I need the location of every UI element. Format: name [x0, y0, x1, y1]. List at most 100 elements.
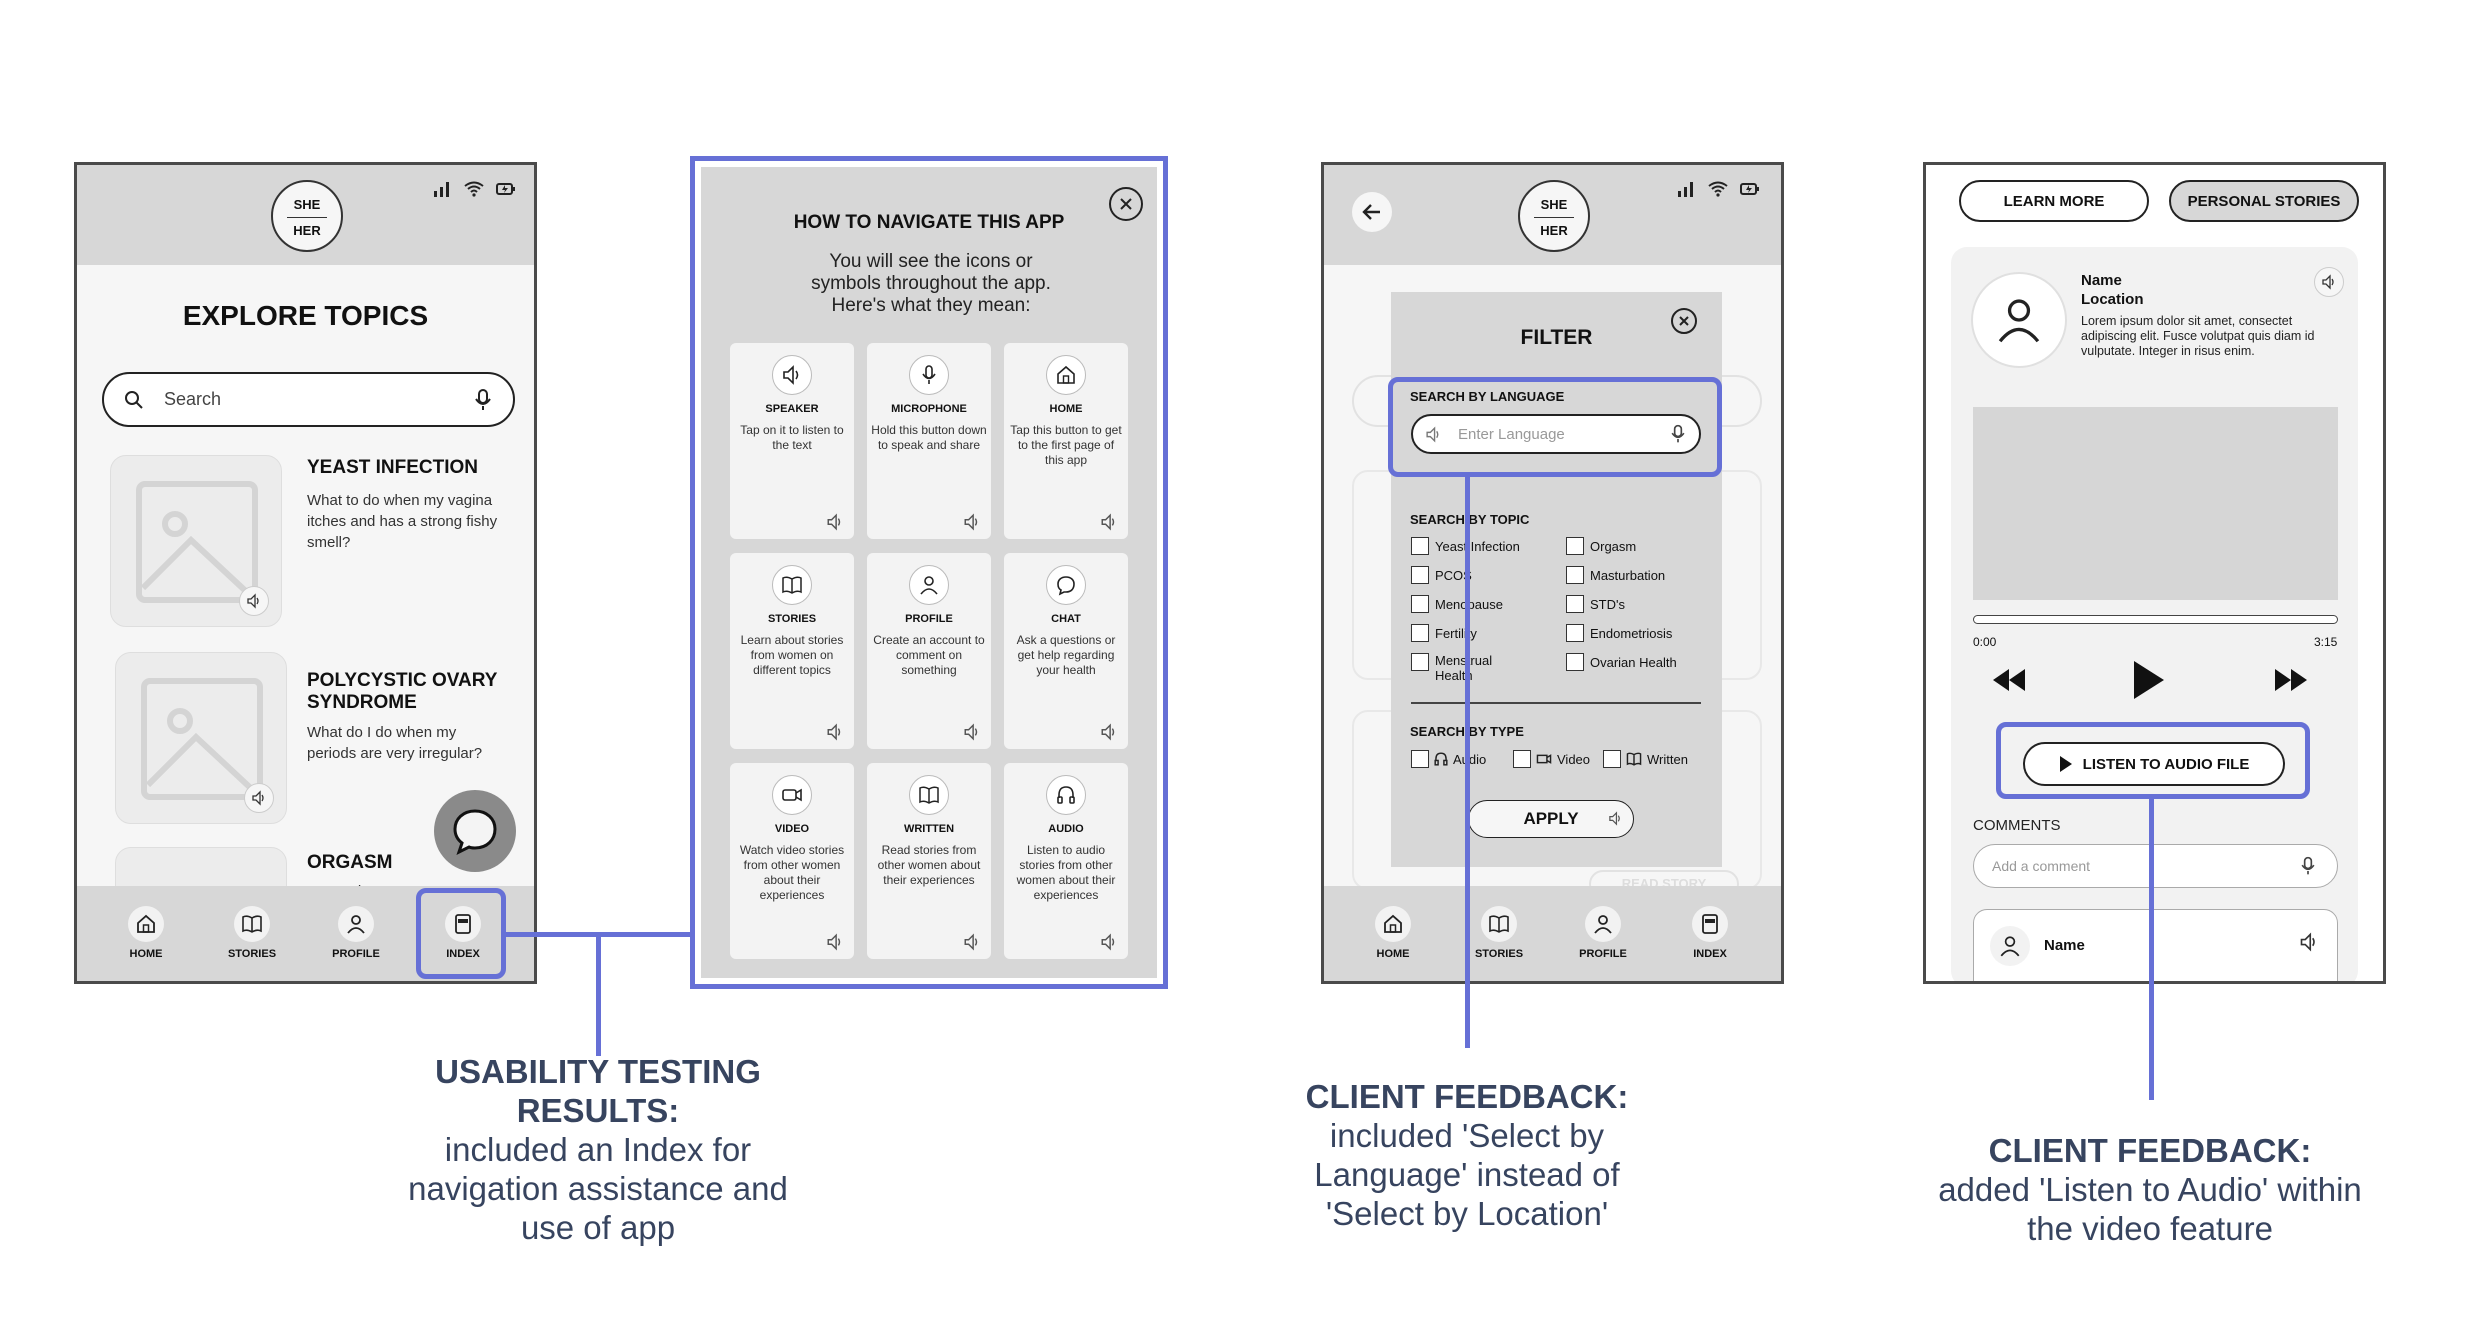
microphone-icon[interactable] [1669, 424, 1687, 444]
checkbox-menopause[interactable]: Menopause [1411, 595, 1503, 613]
speaker-icon[interactable] [2314, 267, 2344, 297]
language-input[interactable]: Enter Language [1411, 414, 1701, 454]
video-placeholder[interactable] [1973, 407, 2338, 600]
search-input[interactable]: Search [164, 389, 222, 409]
speaker-icon[interactable] [239, 586, 269, 616]
checkbox-written[interactable]: Written [1603, 750, 1688, 768]
checkbox-video[interactable]: Video [1513, 750, 1590, 768]
back-arrow-icon [1362, 204, 1380, 220]
search-bar[interactable]: Search [102, 372, 515, 427]
chat-icon [1057, 576, 1075, 596]
speaker-icon[interactable] [826, 933, 844, 951]
nav-index[interactable]: INDEX [418, 906, 508, 960]
topic-thumbnail[interactable] [115, 652, 287, 824]
status-icons [432, 181, 516, 197]
fast-forward-icon[interactable] [2273, 667, 2309, 693]
profile-icon [1594, 915, 1612, 934]
book-icon [782, 576, 802, 594]
story-location: Location [2081, 291, 2144, 308]
comment-item: Name [1973, 909, 2338, 981]
profile-icon [1998, 299, 2040, 343]
speaker-icon[interactable] [963, 513, 981, 531]
checkbox-ovarian-health[interactable]: Ovarian Health [1566, 653, 1677, 671]
wifi-icon [464, 181, 484, 197]
speaker-icon[interactable] [963, 933, 981, 951]
speaker-icon[interactable] [1100, 513, 1118, 531]
checkbox-yeast-infection[interactable]: Yeast Infection [1411, 537, 1520, 555]
comment-input[interactable]: Add a comment [1973, 844, 2338, 888]
video-icon [782, 788, 802, 802]
topic-thumbnail[interactable] [110, 455, 282, 627]
image-placeholder-icon [136, 481, 258, 603]
topic-description: What do I do when my periods are very ir… [307, 724, 483, 762]
speaker-icon[interactable] [1100, 933, 1118, 951]
microphone-icon[interactable] [472, 388, 494, 412]
checkbox-masturbation[interactable]: Masturbation [1566, 566, 1665, 584]
caption-heading: CLIENT FEEDBACK: [1305, 1078, 1629, 1115]
speaker-icon[interactable] [1608, 811, 1623, 826]
nav-home[interactable]: HOME [1348, 906, 1438, 960]
speaker-icon[interactable] [2299, 932, 2319, 952]
nav-index[interactable]: INDEX [1665, 906, 1755, 960]
progress-track[interactable] [1973, 615, 2338, 624]
time-end: 3:15 [2314, 635, 2338, 649]
checkbox-orgasm[interactable]: Orgasm [1566, 537, 1636, 555]
caption-heading: USABILITY TESTING RESULTS: [435, 1053, 761, 1129]
topic-title[interactable]: YEAST INFECTION [307, 457, 479, 478]
tab-learn-more[interactable]: LEARN MORE [1959, 180, 2149, 222]
chat-button[interactable] [434, 790, 516, 872]
speaker-icon[interactable] [244, 783, 274, 813]
story-text: Lorem ipsum dolor sit amet, consectet ad… [2081, 314, 2315, 358]
checkbox-pcos[interactable]: PCOS [1411, 566, 1472, 584]
topic-title[interactable]: POLYCYSTIC OVARY SYNDROME [307, 670, 498, 713]
nav-home[interactable]: HOME [101, 906, 191, 960]
signal-icon [1678, 182, 1693, 197]
headphones-icon [1057, 786, 1075, 804]
nav-stories[interactable]: STORIES [207, 906, 297, 960]
image-placeholder-icon [141, 678, 263, 800]
close-icon [1120, 198, 1132, 210]
comment-placeholder: Add a comment [1992, 858, 2091, 874]
bottom-nav: HOME STORIES PROFILE INDEX [1324, 886, 1781, 981]
rewind-icon[interactable] [1991, 667, 2027, 693]
nav-profile[interactable]: PROFILE [311, 906, 401, 960]
topic-title[interactable]: ORGASM [307, 852, 393, 873]
book-icon [1489, 915, 1509, 933]
speaker-icon[interactable] [1100, 723, 1118, 741]
close-button[interactable] [1671, 308, 1697, 334]
home-icon [137, 914, 155, 933]
language-placeholder: Enter Language [1458, 426, 1565, 443]
caption-usability: USABILITY TESTING RESULTS: included an I… [398, 1052, 798, 1247]
checkbox-menstrual-health[interactable]: Menstrual Health [1411, 653, 1515, 683]
chat-icon [453, 809, 497, 855]
apply-button[interactable]: APPLY [1468, 800, 1634, 838]
listen-audio-button[interactable]: LISTEN TO AUDIO FILE [2023, 742, 2285, 786]
language-highlight [1388, 377, 1722, 477]
nav-stories[interactable]: STORIES [1454, 906, 1544, 960]
checkbox-audio[interactable]: Audio [1411, 750, 1486, 768]
speaker-icon[interactable] [1425, 426, 1442, 443]
back-button[interactable] [1352, 192, 1392, 232]
caption-heading: CLIENT FEEDBACK: [1988, 1132, 2312, 1169]
play-icon[interactable] [2131, 659, 2167, 701]
speaker-icon [783, 365, 799, 385]
speaker-icon[interactable] [826, 723, 844, 741]
close-button[interactable] [1109, 187, 1143, 221]
battery-icon [496, 183, 515, 195]
close-icon [1679, 316, 1689, 326]
checkbox-stds[interactable]: STD's [1566, 595, 1625, 613]
microphone-icon[interactable] [2299, 856, 2317, 876]
tab-personal-stories[interactable]: PERSONAL STORIES [2169, 180, 2359, 222]
connector-line [2149, 798, 2154, 1100]
home-icon [1057, 365, 1075, 384]
checkbox-endometriosis[interactable]: Endometriosis [1566, 624, 1672, 642]
speaker-icon[interactable] [826, 513, 844, 531]
nav-profile[interactable]: PROFILE [1558, 906, 1648, 960]
commenter-name: Name [2044, 937, 2085, 954]
speaker-icon[interactable] [963, 723, 981, 741]
battery-icon [1740, 183, 1759, 195]
profile-icon [920, 576, 938, 595]
caption-listen-audio: CLIENT FEEDBACK: added 'Listen to Audio'… [1935, 1131, 2365, 1248]
